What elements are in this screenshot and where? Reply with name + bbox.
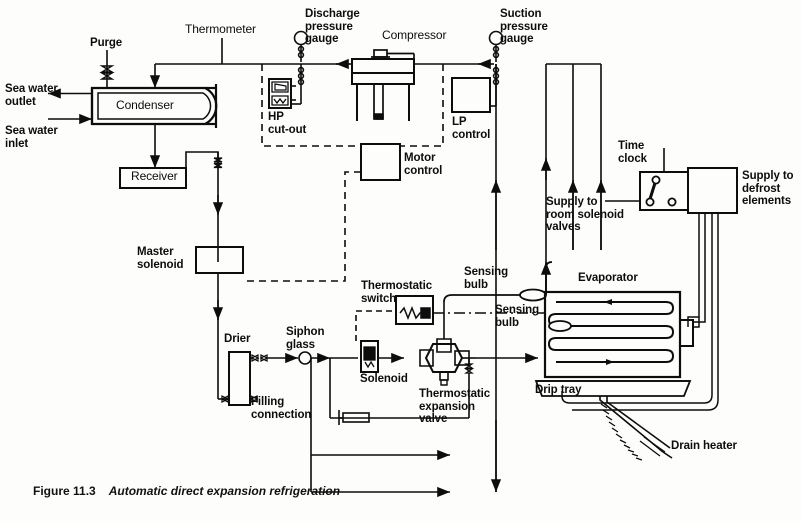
label-drip-tray: Drip tray	[535, 384, 582, 396]
label-drier: Drier	[224, 333, 251, 345]
hp-cut-out-device	[268, 78, 296, 109]
label-supply-to-defrost-elements: Supply to defrost elements	[742, 170, 794, 207]
lp-control-wiring	[400, 64, 444, 147]
master-solenoid-valve	[195, 246, 244, 345]
label-supply-to-room-solenoid-valves: Supply to room solenoid valves	[546, 196, 624, 233]
label-compressor: Compressor	[382, 28, 447, 42]
label-solenoid: Solenoid	[360, 373, 408, 385]
label-sea-water-inlet: Sea water inlet	[5, 125, 58, 150]
defrost-contactor-box	[687, 167, 738, 214]
drier-vessel	[217, 345, 269, 406]
label-motor-control: Motor control	[404, 152, 443, 177]
time-clock-switch	[605, 148, 689, 211]
thermostatic-expansion-valve	[419, 320, 476, 386]
thermostatic-switch-box	[395, 295, 434, 325]
lp-control-box	[451, 77, 496, 113]
evaporator-suction-riser	[540, 64, 553, 295]
evaporator-coil-box	[543, 290, 700, 379]
label-sensing-bulb-upper: Sensing bulb	[464, 266, 509, 291]
label-filling-connection: Filling connection	[251, 396, 312, 421]
solenoid-valve	[360, 340, 404, 373]
label-evaporator: Evaporator	[578, 272, 638, 284]
label-time-clock: Time clock	[618, 140, 647, 165]
label-condenser: Condenser	[116, 98, 174, 112]
solenoid-control-wiring	[355, 310, 396, 341]
label-thermostatic-expansion-valve: Thermostatic expansion valve	[419, 388, 491, 425]
label-discharge-pressure-gauge: Discharge pressure gauge	[305, 8, 360, 45]
bottom-branch-lines	[310, 358, 450, 498]
discharge-pressure-gauge	[290, 30, 309, 105]
suction-branch-risers	[490, 63, 607, 492]
drain-heater	[599, 396, 673, 461]
figure-title: Automatic direct expansion refrigeration	[108, 484, 341, 498]
label-drain-heater: Drain heater	[671, 440, 737, 452]
label-suction-pressure-gauge: Suction pressure gauge	[500, 8, 548, 45]
hp-cut-out-control-wiring	[261, 64, 361, 147]
receiver-outlet-valve	[212, 152, 224, 262]
tev-outlet-line	[464, 352, 538, 418]
drip-tray	[534, 380, 692, 397]
label-thermometer: Thermometer	[185, 22, 256, 36]
label-purge: Purge	[90, 37, 123, 49]
label-hp-cut-out: HP cut-out	[268, 111, 307, 136]
label-siphon-glass: Siphon glass	[286, 326, 325, 351]
figure-number: Figure 11.3	[33, 484, 96, 498]
figure-caption: Figure 11.3 Automatic direct expansion re…	[33, 484, 340, 498]
label-master-solenoid: Master solenoid	[137, 246, 184, 271]
label-sea-water-outlet: Sea water outlet	[5, 83, 58, 108]
defrost-element-cables	[561, 213, 719, 411]
motor-control-box	[360, 143, 401, 181]
compressor-unit	[351, 49, 415, 121]
liquid-line	[267, 351, 358, 365]
label-lp-control: LP control	[452, 116, 491, 141]
label-thermostatic-switch: Thermostatic switch	[361, 280, 433, 305]
equaliser-bypass-line	[329, 358, 469, 425]
label-receiver: Receiver	[131, 169, 178, 183]
purge-valve	[99, 50, 115, 88]
discharge-line	[149, 58, 352, 88]
motor-control-wiring	[243, 171, 361, 282]
label-sensing-bulb-lower: Sensing bulb	[495, 304, 540, 329]
